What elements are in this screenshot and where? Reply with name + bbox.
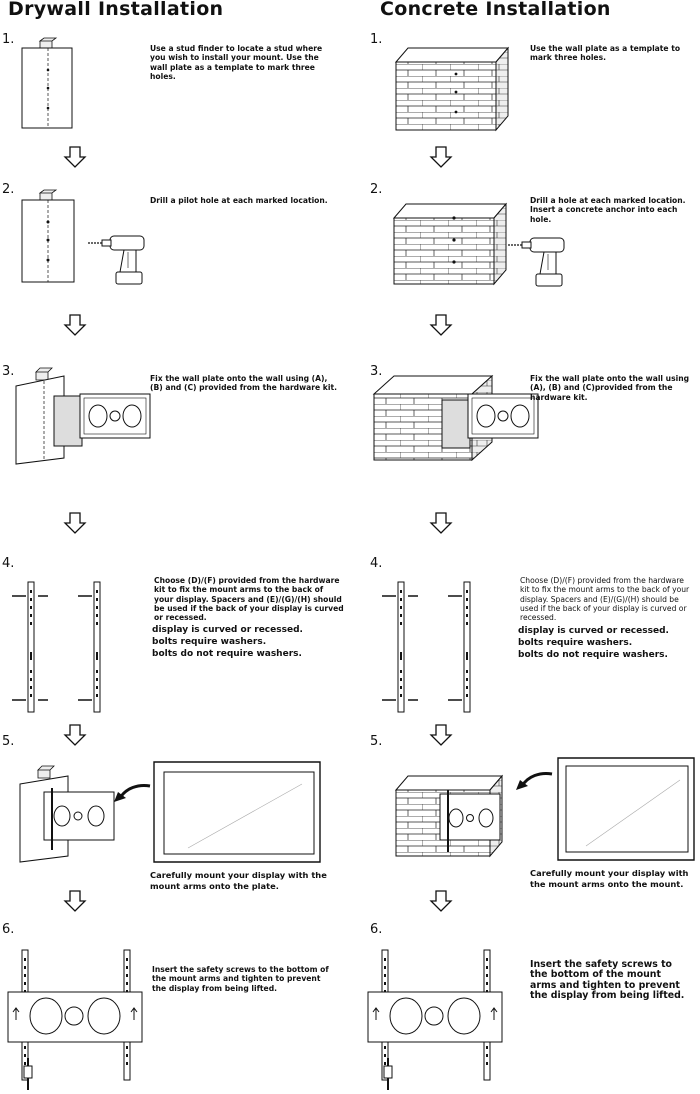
brick-plate-on-wall-illustration [394, 774, 504, 858]
step-number: 6. [370, 922, 383, 937]
step-note-line: bolts do not require washers. [152, 649, 302, 659]
brick-wall-plate-illustration [372, 374, 539, 462]
display-illustration [153, 761, 321, 863]
down-arrow-icon [64, 314, 86, 336]
step-number: 2. [370, 182, 383, 197]
safety-screws-illustration [7, 949, 143, 1090]
display-illustration [557, 757, 695, 861]
drywall-column: Drywall Installation 1. Use a stud finde… [2, 0, 344, 1090]
curved-arrow-icon [114, 784, 151, 802]
step-note-line: bolts require washers. [518, 638, 633, 648]
down-arrow-icon [64, 724, 86, 746]
step-number: 4. [2, 556, 15, 571]
down-arrow-icon [430, 890, 452, 912]
column-title: Concrete Installation [380, 0, 611, 20]
down-arrow-icon [430, 724, 452, 746]
step-instruction: Choose (D)/(F) provided from the hardwar… [520, 576, 690, 623]
curved-arrow-icon [516, 772, 553, 790]
step-instruction: Fix the wall plate onto the wall using (… [530, 374, 690, 402]
brick-wall-illustration [394, 46, 510, 132]
step-number: 6. [2, 922, 15, 937]
step-instruction: Carefully mount your display with the mo… [530, 868, 689, 889]
down-arrow-icon [430, 146, 452, 168]
column-title: Drywall Installation [8, 0, 224, 20]
concrete-column: Concrete Installation 1. Use the wall pl… [350, 0, 700, 1094]
drywall-stud-illustration [21, 37, 73, 129]
mount-arms-illustration [12, 581, 101, 713]
down-arrow-icon [430, 314, 452, 336]
step-instruction: Choose (D)/(F) provided from the hardwar… [154, 576, 344, 623]
step-number: 3. [370, 364, 383, 379]
step-instruction: Carefully mount your display with the mo… [150, 870, 327, 891]
step-note-line: display is curved or recessed. [518, 626, 669, 636]
down-arrow-icon [430, 512, 452, 534]
step-number: 1. [370, 32, 383, 47]
step-instruction: Use a stud finder to locate a stud where… [150, 44, 323, 81]
step-instruction: Use the wall plate as a template to mark… [530, 44, 681, 63]
drywall-wall-plate-illustration [15, 367, 151, 465]
step-instruction: Drill a hole at each marked location. In… [530, 196, 686, 224]
step-note-line: display is curved or recessed. [152, 625, 303, 635]
mount-arms-illustration [382, 581, 471, 713]
step-number: 1. [2, 32, 15, 47]
power-drill-icon [507, 237, 565, 287]
down-arrow-icon [64, 146, 86, 168]
step-number: 4. [370, 556, 383, 571]
power-drill-icon [87, 235, 145, 285]
step-note-line: bolts require washers. [152, 637, 267, 647]
step-note-line: bolts do not require washers. [518, 650, 668, 660]
step-instruction: Insert the safety screws to the bottom o… [152, 965, 329, 993]
safety-screws-illustration [367, 949, 503, 1090]
step-instruction: Insert the safety screws to the bottom o… [530, 959, 685, 1002]
step-number: 3. [2, 364, 15, 379]
down-arrow-icon [64, 512, 86, 534]
drywall-drill-illustration [21, 189, 145, 285]
brick-drill-illustration [392, 202, 565, 287]
step-number: 5. [2, 734, 15, 749]
drywall-plate-on-wall-illustration [19, 765, 115, 863]
down-arrow-icon [64, 890, 86, 912]
step-instruction: Fix the wall plate onto the wall using (… [150, 374, 337, 393]
step-number: 5. [370, 734, 383, 749]
step-instruction: Drill a pilot hole at each marked locati… [150, 196, 328, 205]
step-number: 2. [2, 182, 15, 197]
